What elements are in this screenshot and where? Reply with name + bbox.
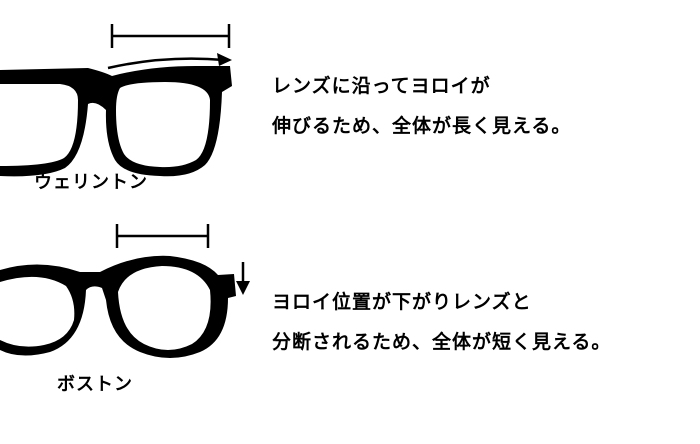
wellington-description-line-2: 伸びるため、全体が長く見える。 [272, 115, 572, 137]
wellington-width-marker [110, 24, 231, 48]
wellington-label: ウェリントン [34, 172, 148, 193]
boston-description: ヨロイ位置が下がりレンズと 分断されるため、全体が短く見える。 [272, 282, 611, 362]
wellington-description-line-1: レンズに沿ってヨロイが [272, 75, 491, 97]
wellington-description: レンズに沿ってヨロイが 伸びるため、全体が長く見える。 [272, 66, 571, 146]
boston-description-line-1: ヨロイ位置が下がりレンズと [272, 291, 532, 313]
wellington-frame [0, 66, 232, 177]
wellington-temple-arrow [107, 53, 232, 70]
boston-width-marker [115, 224, 210, 248]
boston-label: ボストン [57, 374, 133, 395]
boston-description-line-2: 分断されるため、全体が短く見える。 [272, 331, 612, 353]
boston-drop-arrow [236, 262, 250, 295]
boston-frame [0, 255, 236, 358]
